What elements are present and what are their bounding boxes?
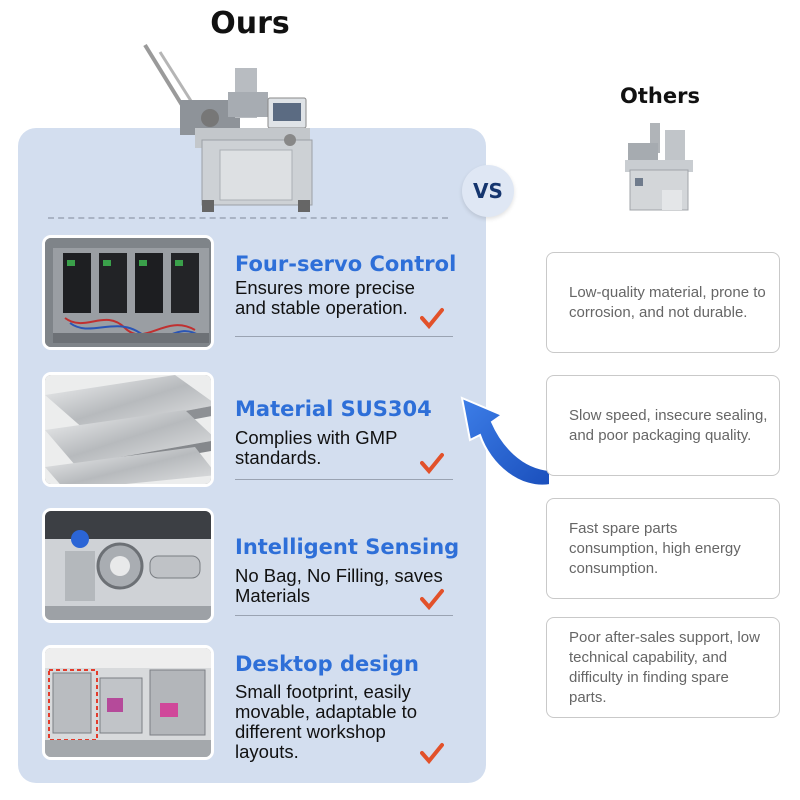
others-machine-image (625, 123, 693, 211)
drawback-card: Low-quality material, prone to corrosion… (546, 252, 780, 353)
stainless-steel-photo (42, 372, 214, 487)
checkmark-icon (420, 308, 444, 329)
curved-arrow-icon (460, 396, 551, 487)
feature-underline (235, 479, 453, 480)
checkmark-icon (420, 743, 444, 764)
drawback-card: Fast spare parts consumption, high energ… (546, 498, 780, 599)
feature-desc-desktop: Small footprint, easily movable, adaptab… (235, 681, 418, 762)
vs-badge: VS (462, 165, 514, 217)
ours-title: Ours (210, 6, 290, 41)
checkmark-icon (420, 453, 444, 474)
drawback-text: Fast spare parts consumption, high energ… (569, 519, 741, 577)
panel-divider (48, 217, 448, 219)
desktop-design-photo (42, 645, 214, 760)
drawback-card: Poor after-sales support, low technical … (546, 617, 780, 718)
feature-desc-material: Complies with GMP standards. (235, 427, 398, 468)
feature-desc-servo: Ensures more precise and stable operatio… (235, 277, 415, 318)
feature-title-material: Material SUS304 (235, 397, 432, 421)
feature-desc-sensing: No Bag, No Filling, saves Materials (235, 565, 443, 606)
feature-underline (235, 615, 453, 616)
checkmark-icon (420, 589, 444, 610)
drawback-text: Poor after-sales support, low technical … (569, 628, 760, 706)
feature-title-desktop: Desktop design (235, 652, 419, 676)
sensing-photo (42, 508, 214, 623)
others-title: Others (620, 84, 700, 108)
feature-title-servo: Four-servo Control (235, 252, 457, 276)
servo-control-photo (42, 235, 214, 350)
feature-title-sensing: Intelligent Sensing (235, 535, 460, 559)
ours-machine-image (143, 43, 313, 212)
drawback-card: Slow speed, insecure sealing, and poor p… (546, 375, 780, 476)
drawback-text: Low-quality material, prone to corrosion… (569, 283, 766, 321)
drawback-text: Slow speed, insecure sealing, and poor p… (569, 406, 768, 444)
feature-underline (235, 336, 453, 337)
